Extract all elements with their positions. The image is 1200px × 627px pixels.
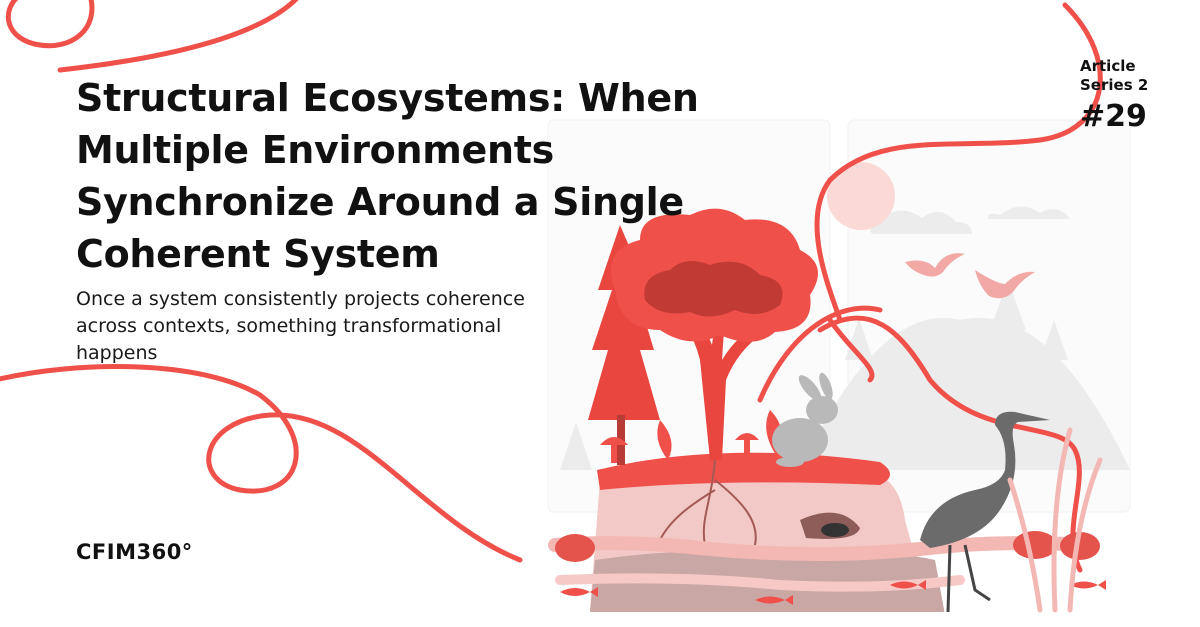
article-subtitle: Once a system consistently projects cohe…	[76, 288, 525, 364]
series-number: #29	[1080, 99, 1147, 134]
mouse-icon	[821, 523, 849, 537]
bird-icon	[905, 253, 1035, 299]
tree-icon	[610, 208, 818, 460]
sun-icon	[827, 162, 895, 230]
brand-logo: CFIM360°	[76, 540, 193, 564]
heron-icon	[920, 411, 1050, 613]
article-title: Structural Ecosystems: When Multiple Env…	[76, 76, 699, 276]
fish-icon	[560, 580, 1106, 605]
rabbit-icon	[772, 372, 838, 467]
series-label: Article Series 2	[1080, 57, 1149, 94]
series-badge: Article Series 2 #29	[1080, 57, 1170, 135]
reeds	[1007, 427, 1103, 613]
